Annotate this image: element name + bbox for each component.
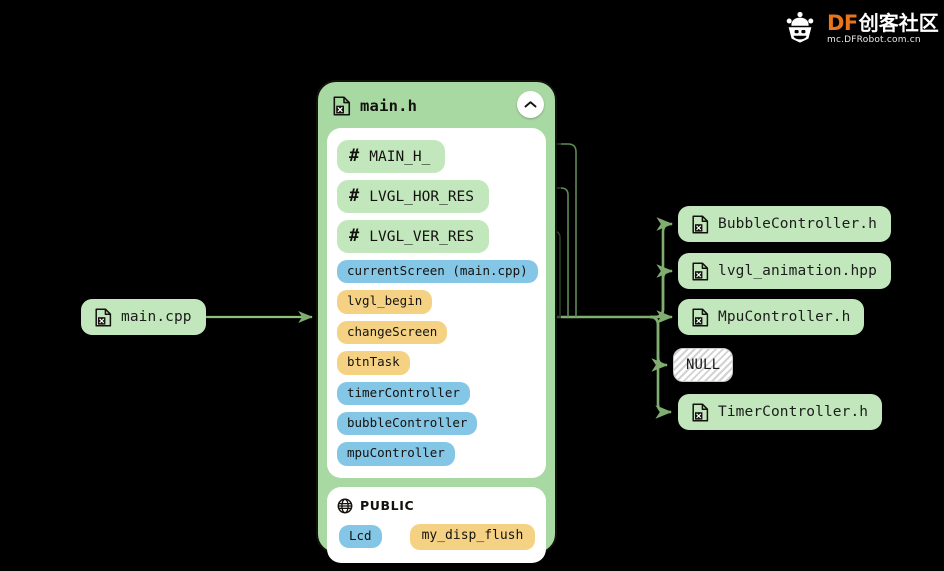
edge-to-define-main-h	[439, 139, 577, 317]
logo-brand-line: DF 创客社区	[827, 12, 939, 34]
bubblecontroller-node[interactable]: BubbleController.h	[678, 206, 891, 242]
null-node[interactable]: NULL	[673, 348, 734, 382]
dfrobot-robot-icon	[780, 7, 820, 47]
define-label: LVGL_HOR_RES	[369, 188, 475, 205]
edge-to-lvgl-animation	[650, 264, 674, 319]
logo-brand-cjk: 创客社区	[858, 10, 939, 35]
main-cpp-label: main.cpp	[121, 308, 192, 325]
main-h-card[interactable]: main.h # MAIN_H_ # LVGL_HOR_RES # LVGL_V…	[316, 80, 557, 563]
logo-subtitle: mc.DFRobot.com.cn	[827, 34, 921, 45]
chevron-up-icon[interactable]	[517, 91, 544, 118]
dfrobot-community-logo: DF 创客社区 mc.DFRobot.com.cn	[780, 4, 940, 50]
member-chip-mpucontroller[interactable]: mpuController	[337, 442, 455, 466]
mpucontroller-node[interactable]: MpuController.h	[678, 299, 865, 335]
hash-icon: #	[349, 146, 360, 166]
define-label: LVGL_VER_RES	[369, 228, 475, 245]
node-label: TimerController.h	[718, 403, 869, 420]
public-section-title: PUBLIC	[360, 498, 415, 514]
main-h-members-section: # MAIN_H_ # LVGL_HOR_RES # LVGL_VER_RES …	[327, 128, 546, 478]
public-section-header: PUBLIC	[337, 498, 536, 514]
define-lvgl-ver-res[interactable]: # LVGL_VER_RES	[337, 220, 490, 253]
file-icon	[692, 307, 709, 327]
timercontroller-node[interactable]: TimerController.h	[678, 394, 883, 430]
define-lvgl-hor-res[interactable]: # LVGL_HOR_RES	[337, 180, 490, 213]
file-icon	[95, 307, 112, 327]
hash-icon: #	[349, 226, 360, 246]
file-icon	[692, 402, 709, 422]
edge-to-timercontroller	[649, 315, 673, 419]
define-main-h[interactable]: # MAIN_H_	[337, 140, 446, 173]
public-items-row: Lcd my_disp_flush	[337, 523, 536, 550]
public-chip-lcd[interactable]: Lcd	[339, 524, 382, 549]
member-chip-timercontroller[interactable]: timerController	[337, 381, 470, 405]
member-chip-currentscreen[interactable]: currentScreen (main.cpp)	[337, 260, 538, 284]
member-chip-bubblecontroller[interactable]: bubbleController	[337, 411, 478, 436]
member-chip-changescreen[interactable]: changeScreen	[337, 320, 448, 345]
member-chip-lvgl-begin[interactable]: lvgl_begin	[337, 290, 433, 314]
lvgl-animation-node[interactable]: lvgl_animation.hpp	[678, 253, 891, 289]
node-label: NULL	[686, 357, 721, 373]
main-h-title: main.h	[360, 97, 418, 115]
globe-icon	[337, 498, 353, 514]
node-label: BubbleController.h	[718, 215, 877, 232]
node-label: MpuController.h	[718, 308, 851, 325]
main-h-public-section: PUBLIC Lcd my_disp_flush	[327, 486, 546, 563]
hash-icon: #	[349, 186, 360, 206]
public-chip-my-disp-flush[interactable]: my_disp_flush	[409, 523, 536, 550]
edge-to-define-lvgl-hor-res	[482, 183, 569, 317]
main-cpp-node[interactable]: main.cpp	[81, 299, 206, 335]
main-h-card-header: main.h	[327, 91, 546, 119]
node-label: lvgl_animation.hpp	[718, 262, 877, 279]
member-chip-btntask[interactable]: btnTask	[337, 351, 410, 375]
file-icon	[692, 214, 709, 234]
file-icon	[692, 261, 709, 281]
define-label: MAIN_H_	[369, 148, 431, 165]
file-icon	[333, 96, 351, 116]
logo-brand-latin: DF	[827, 10, 858, 35]
